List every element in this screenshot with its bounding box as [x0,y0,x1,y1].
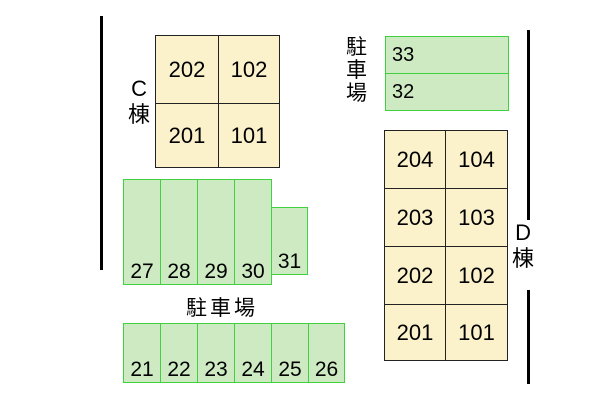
building-d-unit: 102 [445,246,508,305]
parking-left-label: 駐車場 [186,297,258,320]
building-d-unit: 103 [445,188,508,247]
parking-slot: 24 [234,323,272,383]
parking-slot: 21 [123,323,161,383]
building-c-unit: 101 [218,103,280,168]
building-c-label: C 棟 [128,76,150,129]
building-d-unit: 203 [384,188,446,247]
building-d-label: D 棟 [512,220,534,273]
building-c-unit: 202 [155,35,219,104]
parking-right-label-char: 場 [346,82,367,106]
building-d-unit: 204 [384,130,446,189]
parking-slot: 23 [197,323,235,383]
building-d-unit: 104 [445,130,508,189]
right-boundary-wall-upper [527,30,530,220]
building-d-label-kanji: 棟 [512,246,535,272]
parking-right-label-char: 駐 [346,36,367,59]
parking-slot: 22 [160,323,198,383]
parking-slot: 31 [271,207,308,275]
building-c-label-kanji: 棟 [128,102,151,128]
building-d-unit: 201 [384,304,446,361]
parking-slot: 32 [385,73,509,111]
parking-slot: 25 [271,323,309,383]
building-c-label-letter: C [131,76,147,101]
building-d-label-letter: D [515,220,531,245]
left-boundary-wall [100,16,103,270]
building-d-unit: 202 [384,246,446,305]
parking-slot: 30 [234,179,272,285]
right-boundary-wall-lower [527,290,530,384]
parking-slot: 29 [197,179,235,285]
parking-right-label: 駐 車 場 [346,36,367,105]
building-d-unit: 101 [445,304,508,361]
parking-slot: 28 [160,179,198,285]
parking-slot: 27 [123,179,161,285]
parking-right-label-char: 車 [346,59,367,83]
parking-slot: 33 [385,36,509,74]
building-c-unit: 201 [155,103,219,168]
parking-slot: 26 [308,323,345,383]
building-c-unit: 102 [218,35,280,104]
